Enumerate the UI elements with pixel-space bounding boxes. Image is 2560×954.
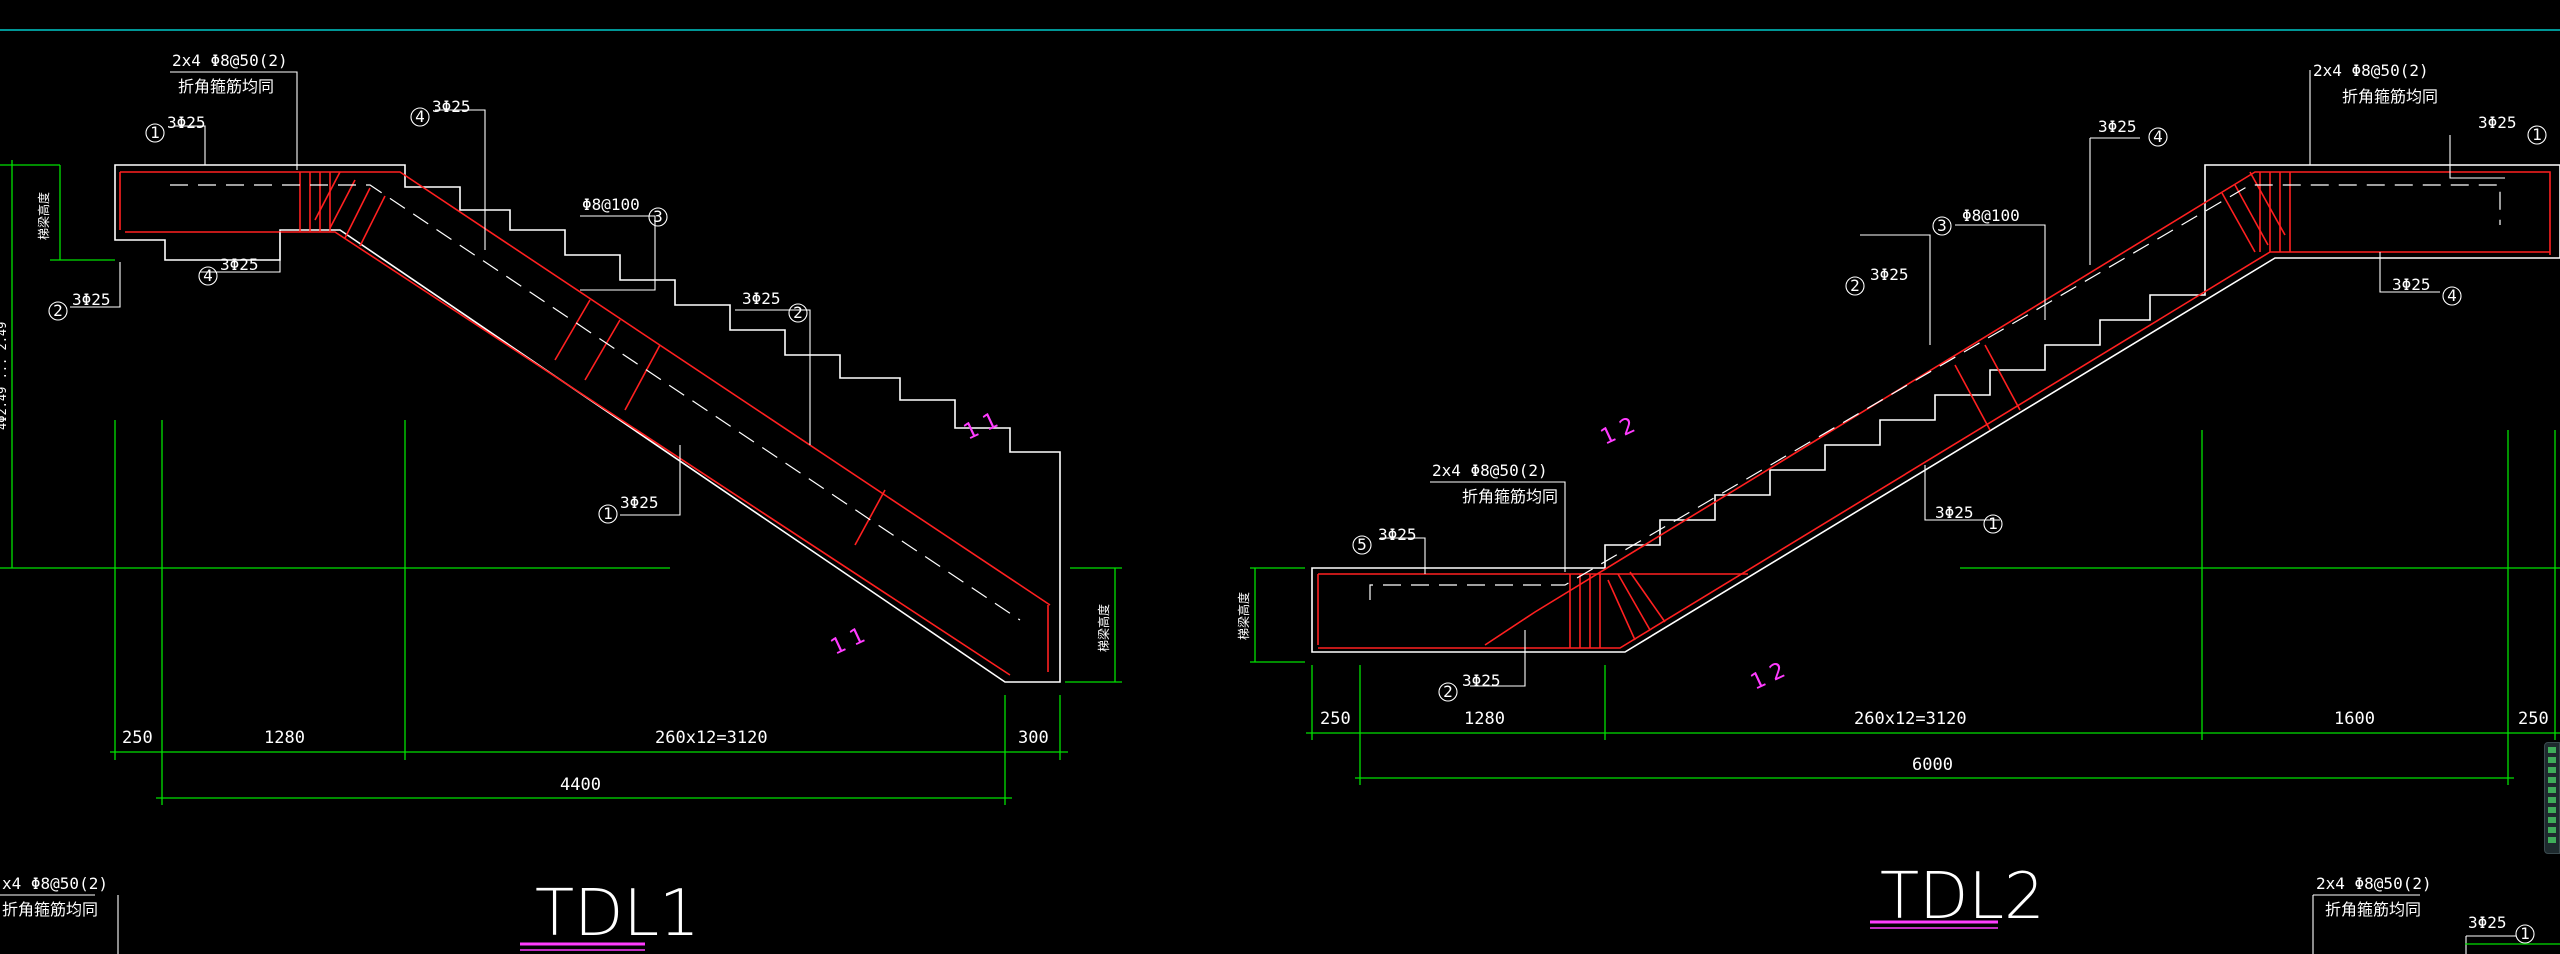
tdl1-title: TDL1 — [535, 877, 700, 951]
tdl2-dim-250-right: 250 — [2518, 709, 2549, 729]
bottom-left-stirrup: x4 Φ8@50(2) — [2, 874, 108, 893]
tdl1-cut-upper: 1 1 — [960, 408, 1002, 445]
tdl1-callout-r1-bot: 1 3Φ25 — [598, 493, 659, 524]
svg-text:4: 4 — [415, 107, 425, 126]
svg-text:2: 2 — [793, 303, 803, 322]
tdl1-stirrup-note: 折角箍筋均同 — [178, 77, 274, 96]
tdl1-rebar — [119, 171, 1051, 676]
bottom-right-r1-mark: 1 — [2520, 924, 2530, 943]
svg-text:1: 1 — [1988, 514, 1998, 533]
svg-text:3Φ25: 3Φ25 — [220, 255, 259, 274]
svg-text:3Φ25: 3Φ25 — [432, 97, 471, 116]
svg-text:5: 5 — [1357, 535, 1367, 554]
tdl1-stirrup-label: 2x4 Φ8@50(2) — [172, 51, 288, 70]
tdl1-callout-r4-bot: 4 3Φ25 — [198, 255, 259, 286]
tdl2-concrete-outline — [1311, 164, 2560, 653]
svg-text:3Φ25: 3Φ25 — [167, 113, 206, 132]
svg-text:3Φ25: 3Φ25 — [1870, 265, 1909, 284]
tdl1-callout-r1-top: 1 3Φ25 — [145, 113, 206, 143]
tdl1-height-label-right: 梯梁高度 — [1096, 604, 1111, 652]
svg-text:3Φ25: 3Φ25 — [2392, 275, 2431, 294]
tdl1-cut-lower: 1 1 — [827, 623, 869, 660]
svg-text:3Φ25: 3Φ25 — [1935, 503, 1974, 522]
tdl1-centerline — [170, 184, 1021, 621]
tdl2-centerline — [1369, 184, 2501, 600]
svg-text:1: 1 — [2532, 125, 2542, 144]
tdl2-mid-stirrup-note: 折角箍筋均同 — [1462, 487, 1558, 506]
svg-text:3Φ25: 3Φ25 — [742, 289, 781, 308]
tdl1-leaders — [70, 71, 811, 516]
view-scroll-handle[interactable] — [2544, 742, 2560, 854]
tdl2-callout-r3: 3 Φ8@100 — [1932, 206, 2020, 236]
svg-text:3Φ25: 3Φ25 — [1378, 525, 1417, 544]
tdl1-dim-1280: 1280 — [264, 728, 305, 748]
svg-text:2: 2 — [53, 301, 63, 320]
svg-text:Φ8@100: Φ8@100 — [1962, 206, 2020, 225]
bottom-partial-annotations: x4 Φ8@50(2) 折角箍筋均同 2x4 Φ8@50(2) 折角箍筋均同 3… — [0, 874, 2560, 954]
beam-tdl1[interactable]: 2x4 Φ8@50(2) 折角箍筋均同 1 3Φ25 4 3Φ25 Φ8@100… — [0, 51, 1122, 951]
svg-text:3: 3 — [1937, 216, 1947, 235]
tdl1-edge-label: 4Φ2.49 ... 2.49 — [0, 322, 9, 430]
bottom-right-r1-text: 3Φ25 — [2468, 913, 2507, 932]
tdl2-dim-total: 6000 — [1912, 755, 1953, 775]
beam-tdl2[interactable]: 2x4 Φ8@50(2) 折角箍筋均同 3Φ25 1 3Φ25 4 3 Φ8@1… — [1236, 61, 2560, 934]
tdl1-dim-300: 300 — [1018, 728, 1049, 748]
svg-text:2: 2 — [1850, 276, 1860, 295]
tdl1-dim-250: 250 — [122, 728, 153, 748]
tdl2-cut-upper: 1 2 — [1597, 413, 1639, 450]
svg-text:3Φ25: 3Φ25 — [72, 290, 111, 309]
bottom-left-stirrup-note: 折角箍筋均同 — [2, 900, 98, 919]
tdl1-dim-3120: 260x12=3120 — [655, 728, 768, 748]
tdl2-stirrup-note: 折角箍筋均同 — [2342, 87, 2438, 106]
svg-text:2: 2 — [1443, 682, 1453, 701]
tdl1-callout-r2-mid: 3Φ25 2 — [742, 289, 808, 323]
tdl1-callout-r3: Φ8@100 3 — [582, 195, 668, 227]
svg-text:4: 4 — [2447, 286, 2457, 305]
svg-text:1: 1 — [150, 123, 160, 142]
tdl2-rebar — [1317, 171, 2551, 649]
tdl2-stirrup-label: 2x4 Φ8@50(2) — [2313, 61, 2429, 80]
tdl2-callout-r1-bot: 3Φ25 1 — [1935, 503, 2003, 534]
svg-text:3Φ25: 3Φ25 — [1462, 671, 1501, 690]
tdl2-dim-1280: 1280 — [1464, 709, 1505, 729]
tdl1-callout-r4-top: 4 3Φ25 — [410, 97, 471, 127]
svg-text:3Φ25: 3Φ25 — [2478, 113, 2517, 132]
svg-text:4: 4 — [203, 266, 213, 285]
tdl1-callout-r2: 2 3Φ25 — [48, 290, 111, 321]
tdl1-dim-total: 4400 — [560, 775, 601, 795]
tdl2-mid-stirrup-label: 2x4 Φ8@50(2) — [1432, 461, 1548, 480]
tdl2-height-label: 梯梁高度 — [1236, 592, 1251, 640]
tdl1-dimensions — [0, 160, 1122, 805]
tdl2-dim-1600: 1600 — [2334, 709, 2375, 729]
bottom-right-stirrup-note: 折角箍筋均同 — [2325, 900, 2421, 919]
tdl2-callout-r4-bot: 3Φ25 4 — [2392, 275, 2462, 306]
svg-text:3Φ25: 3Φ25 — [2098, 117, 2137, 136]
bottom-right-stirrup: 2x4 Φ8@50(2) — [2316, 874, 2432, 893]
tdl2-dimensions — [1250, 430, 2560, 785]
svg-text:1: 1 — [603, 504, 613, 523]
svg-text:3Φ25: 3Φ25 — [620, 493, 659, 512]
svg-text:4: 4 — [2153, 127, 2163, 146]
tdl2-callout-r5: 5 3Φ25 — [1352, 525, 1417, 555]
svg-text:Φ8@100: Φ8@100 — [582, 195, 640, 214]
tdl2-dim-3120: 260x12=3120 — [1854, 709, 1967, 729]
tdl1-concrete-outline — [114, 164, 1061, 683]
tdl2-callout-r2-bot: 2 3Φ25 — [1438, 671, 1501, 702]
tdl2-cut-lower: 1 2 — [1747, 658, 1789, 695]
tdl2-leaders — [1380, 70, 2505, 687]
svg-text:3: 3 — [653, 207, 663, 226]
tdl2-callout-r2: 2 3Φ25 — [1845, 265, 1909, 296]
tdl2-callout-r1-top: 3Φ25 1 — [2478, 113, 2547, 145]
tdl2-dim-250-left: 250 — [1320, 709, 1351, 729]
tdl2-callout-r4-top: 3Φ25 4 — [2098, 117, 2168, 147]
tdl1-height-label-left: 梯梁高度 — [36, 192, 51, 240]
